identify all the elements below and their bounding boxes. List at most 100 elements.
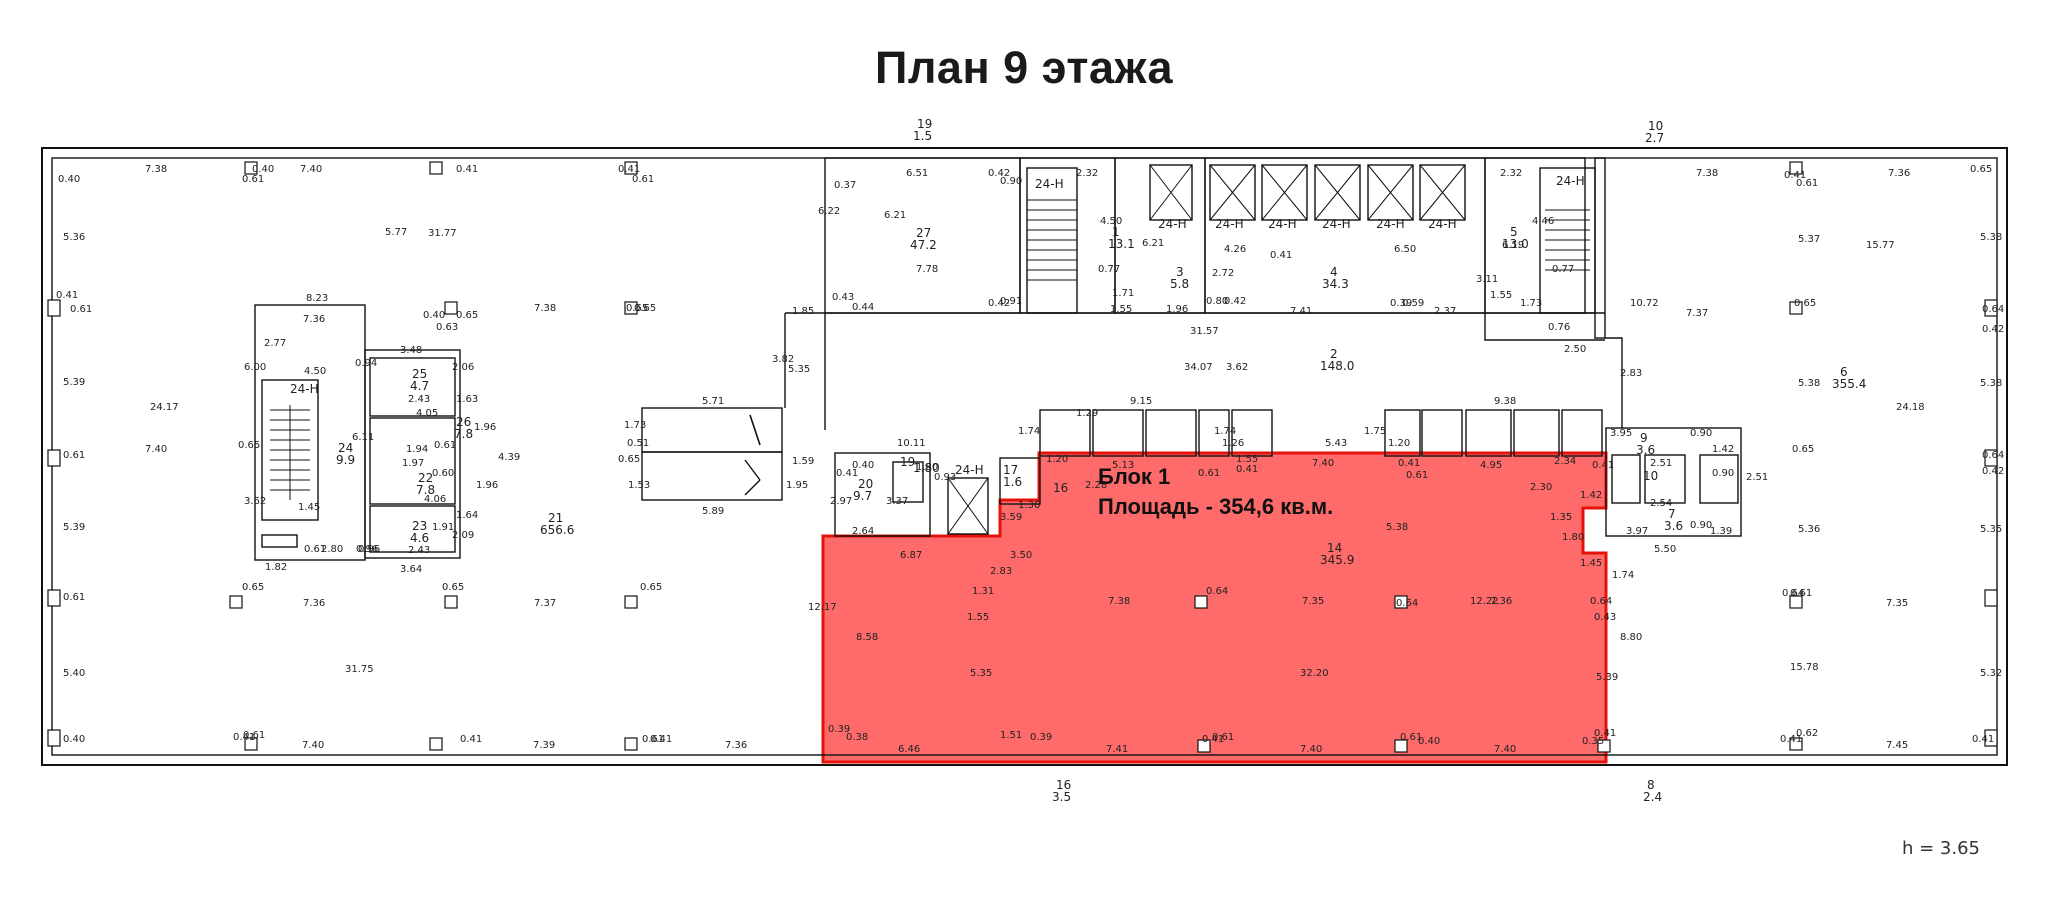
svg-text:0.61: 0.61: [70, 304, 92, 315]
svg-text:3.50: 3.50: [1010, 550, 1032, 561]
svg-text:2.4: 2.4: [1643, 790, 1662, 804]
svg-text:0.42: 0.42: [988, 298, 1010, 309]
svg-text:0.64: 0.64: [1982, 450, 2004, 461]
svg-text:9: 9: [1640, 431, 1648, 445]
svg-text:24.17: 24.17: [150, 402, 179, 413]
svg-text:24: 24: [338, 441, 353, 455]
svg-text:0.41: 0.41: [233, 732, 255, 743]
svg-text:3.64: 3.64: [400, 564, 422, 575]
svg-text:2.30: 2.30: [1530, 482, 1552, 493]
upper-stairs: [1027, 199, 1590, 281]
svg-text:27: 27: [916, 226, 931, 240]
svg-text:5.37: 5.37: [1798, 234, 1820, 245]
svg-text:2.54: 2.54: [1650, 498, 1672, 509]
svg-text:1.6: 1.6: [1003, 475, 1022, 489]
svg-text:34.07: 34.07: [1184, 362, 1213, 373]
svg-text:0.41: 0.41: [1236, 464, 1258, 475]
svg-text:148.0: 148.0: [1320, 359, 1354, 373]
svg-text:4.6: 4.6: [410, 531, 429, 545]
svg-text:1.45: 1.45: [298, 502, 320, 513]
svg-text:2.28: 2.28: [1085, 480, 1107, 491]
svg-text:0.77: 0.77: [1552, 264, 1574, 275]
svg-text:25: 25: [412, 367, 427, 381]
svg-text:0.64: 0.64: [1982, 304, 2004, 315]
svg-text:1.45: 1.45: [1580, 558, 1602, 569]
svg-text:2.7: 2.7: [1645, 131, 1664, 145]
svg-text:2.32: 2.32: [1500, 168, 1522, 179]
ceiling-height-note: h = 3.65: [1901, 838, 1980, 859]
svg-text:1.63: 1.63: [456, 394, 478, 405]
svg-text:0.65: 0.65: [634, 303, 656, 314]
svg-text:6.50: 6.50: [1394, 244, 1416, 255]
svg-text:7.38: 7.38: [534, 303, 556, 314]
svg-text:1.73: 1.73: [1520, 298, 1542, 309]
svg-text:0.60: 0.60: [432, 468, 454, 479]
svg-text:0.65: 0.65: [618, 454, 640, 465]
svg-text:0.65: 0.65: [456, 310, 478, 321]
svg-text:2.64: 2.64: [852, 526, 874, 537]
svg-text:1.75: 1.75: [1364, 426, 1386, 437]
svg-text:5.32: 5.32: [1980, 668, 2002, 679]
svg-text:0.40: 0.40: [252, 164, 274, 175]
svg-text:4.46: 4.46: [1532, 216, 1554, 227]
svg-text:5.38: 5.38: [1798, 378, 1820, 389]
svg-text:1.55: 1.55: [1236, 454, 1258, 465]
svg-text:6.19: 6.19: [1502, 240, 1524, 251]
svg-text:1.20: 1.20: [1388, 438, 1410, 449]
svg-text:0.38: 0.38: [846, 732, 868, 743]
svg-text:5.39: 5.39: [63, 377, 85, 388]
columns: [47, 161, 1998, 753]
svg-text:1.26: 1.26: [1222, 438, 1244, 449]
svg-text:4.7: 4.7: [410, 379, 429, 393]
svg-text:6.11: 6.11: [352, 432, 374, 443]
svg-text:8.58: 8.58: [856, 632, 878, 643]
left-centre-shafts: [641, 407, 783, 501]
svg-text:3.5: 3.5: [1052, 790, 1071, 804]
svg-text:1.55: 1.55: [1490, 290, 1512, 301]
svg-text:Площадь - 354,6 кв.м.: Площадь - 354,6 кв.м.: [1098, 494, 1333, 519]
svg-text:0.62: 0.62: [1796, 728, 1818, 739]
svg-text:1.73: 1.73: [624, 420, 646, 431]
svg-text:7.40: 7.40: [300, 164, 322, 175]
svg-text:5.36: 5.36: [1798, 524, 1820, 535]
svg-text:1.96: 1.96: [1166, 304, 1188, 315]
svg-text:1.53: 1.53: [628, 480, 650, 491]
svg-text:7.8: 7.8: [416, 483, 435, 497]
svg-text:2.51: 2.51: [1746, 472, 1768, 483]
svg-text:0.35: 0.35: [1582, 736, 1604, 747]
svg-text:8.80: 8.80: [1620, 632, 1642, 643]
svg-text:1.96: 1.96: [476, 480, 498, 491]
svg-text:0.61: 0.61: [1406, 470, 1428, 481]
svg-text:31.75: 31.75: [345, 664, 374, 675]
svg-text:2: 2: [1330, 347, 1338, 361]
svg-text:4.05: 4.05: [416, 408, 438, 419]
svg-text:6.46: 6.46: [898, 744, 920, 755]
svg-text:5.89: 5.89: [702, 506, 724, 517]
svg-text:1.74: 1.74: [1612, 570, 1634, 581]
svg-text:3.48: 3.48: [400, 345, 422, 356]
svg-text:14: 14: [1327, 541, 1342, 555]
svg-text:345.9: 345.9: [1320, 553, 1354, 567]
svg-text:7.40: 7.40: [1300, 744, 1322, 755]
lift-shafts: [947, 164, 1466, 535]
svg-text:7: 7: [1668, 507, 1676, 521]
svg-text:24-Н: 24-Н: [1268, 217, 1297, 231]
svg-text:3.97: 3.97: [1626, 526, 1648, 537]
svg-text:19: 19: [917, 117, 932, 131]
svg-text:0.40: 0.40: [58, 174, 80, 185]
svg-text:32.20: 32.20: [1300, 668, 1329, 679]
svg-text:7.36: 7.36: [303, 314, 325, 325]
svg-text:24-Н: 24-Н: [290, 382, 319, 396]
svg-text:0.61: 0.61: [1212, 732, 1234, 743]
svg-text:1.80: 1.80: [913, 461, 940, 475]
svg-text:0.94: 0.94: [355, 358, 377, 369]
svg-text:7.41: 7.41: [1106, 744, 1128, 755]
svg-text:7.41: 7.41: [1290, 306, 1312, 317]
svg-text:0.65: 0.65: [1792, 444, 1814, 455]
svg-text:0.64: 0.64: [1396, 598, 1418, 609]
svg-text:0.40: 0.40: [63, 734, 85, 745]
svg-text:4.39: 4.39: [498, 452, 520, 463]
svg-text:31.57: 31.57: [1190, 326, 1219, 337]
svg-text:6.22: 6.22: [818, 206, 840, 217]
svg-text:355.4: 355.4: [1832, 377, 1866, 391]
